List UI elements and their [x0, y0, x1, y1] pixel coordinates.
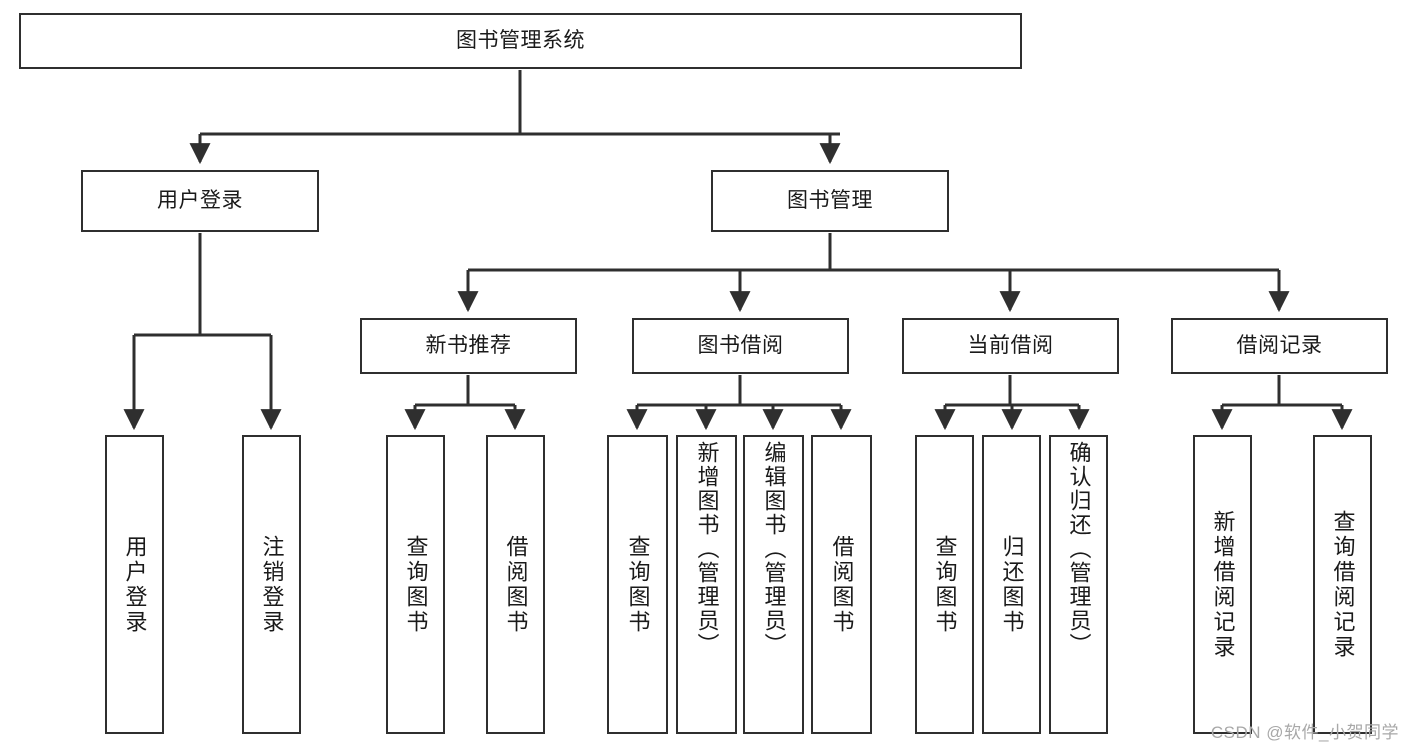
node-label: 图书借阅 — [697, 333, 784, 357]
leaf-confirm-return[interactable]: 确认归还（管理员） — [1049, 435, 1108, 734]
node-root-system[interactable]: 图书管理系统 — [19, 13, 1022, 69]
leaf-return-book[interactable]: 归还图书 — [982, 435, 1041, 734]
node-label: 注销登录 — [259, 534, 285, 635]
node-current-borrow[interactable]: 当前借阅 — [902, 318, 1119, 374]
node-label: 编辑图书（管理员） — [761, 441, 787, 657]
leaf-borrow-book-recommend[interactable]: 借阅图书 — [486, 435, 545, 734]
node-label: 用户登录 — [122, 534, 148, 635]
node-label: 当前借阅 — [967, 333, 1054, 357]
leaf-borrow-book[interactable]: 借阅图书 — [811, 435, 872, 734]
leaf-query-book-current[interactable]: 查询图书 — [915, 435, 974, 734]
leaf-logout-login[interactable]: 注销登录 — [242, 435, 301, 734]
node-borrow-record[interactable]: 借阅记录 — [1171, 318, 1388, 374]
node-book-borrow[interactable]: 图书借阅 — [632, 318, 849, 374]
leaf-query-book-borrow[interactable]: 查询图书 — [607, 435, 668, 734]
node-label: 用户登录 — [157, 188, 243, 212]
node-label: 借阅图书 — [503, 534, 529, 635]
node-label: 查询图书 — [403, 534, 429, 635]
leaf-add-book[interactable]: 新增图书（管理员） — [676, 435, 737, 734]
leaf-query-borrow-record[interactable]: 查询借阅记录 — [1313, 435, 1372, 734]
node-book-management[interactable]: 图书管理 — [711, 170, 949, 232]
node-label: 查询图书 — [932, 534, 958, 635]
node-label: 确认归还（管理员） — [1066, 441, 1092, 657]
node-new-book-recommend[interactable]: 新书推荐 — [360, 318, 577, 374]
node-label: 图书管理 — [787, 188, 873, 212]
watermark-text: CSDN @软件_小贺同学 — [1210, 723, 1399, 742]
node-label: 图书管理系统 — [456, 28, 585, 52]
node-label: 借阅记录 — [1236, 333, 1323, 357]
node-label: 新增图书（管理员） — [694, 441, 720, 657]
leaf-query-book-recommend[interactable]: 查询图书 — [386, 435, 445, 734]
node-label: 新增借阅记录 — [1210, 509, 1236, 660]
node-label: 借阅图书 — [829, 534, 855, 635]
node-label: 查询借阅记录 — [1330, 509, 1356, 660]
leaf-add-borrow-record[interactable]: 新增借阅记录 — [1193, 435, 1252, 734]
leaf-edit-book[interactable]: 编辑图书（管理员） — [743, 435, 804, 734]
node-user-login[interactable]: 用户登录 — [81, 170, 319, 232]
node-label: 新书推荐 — [425, 333, 512, 357]
node-label: 归还图书 — [999, 534, 1025, 635]
node-label: 查询图书 — [625, 534, 651, 635]
leaf-user-login[interactable]: 用户登录 — [105, 435, 164, 734]
